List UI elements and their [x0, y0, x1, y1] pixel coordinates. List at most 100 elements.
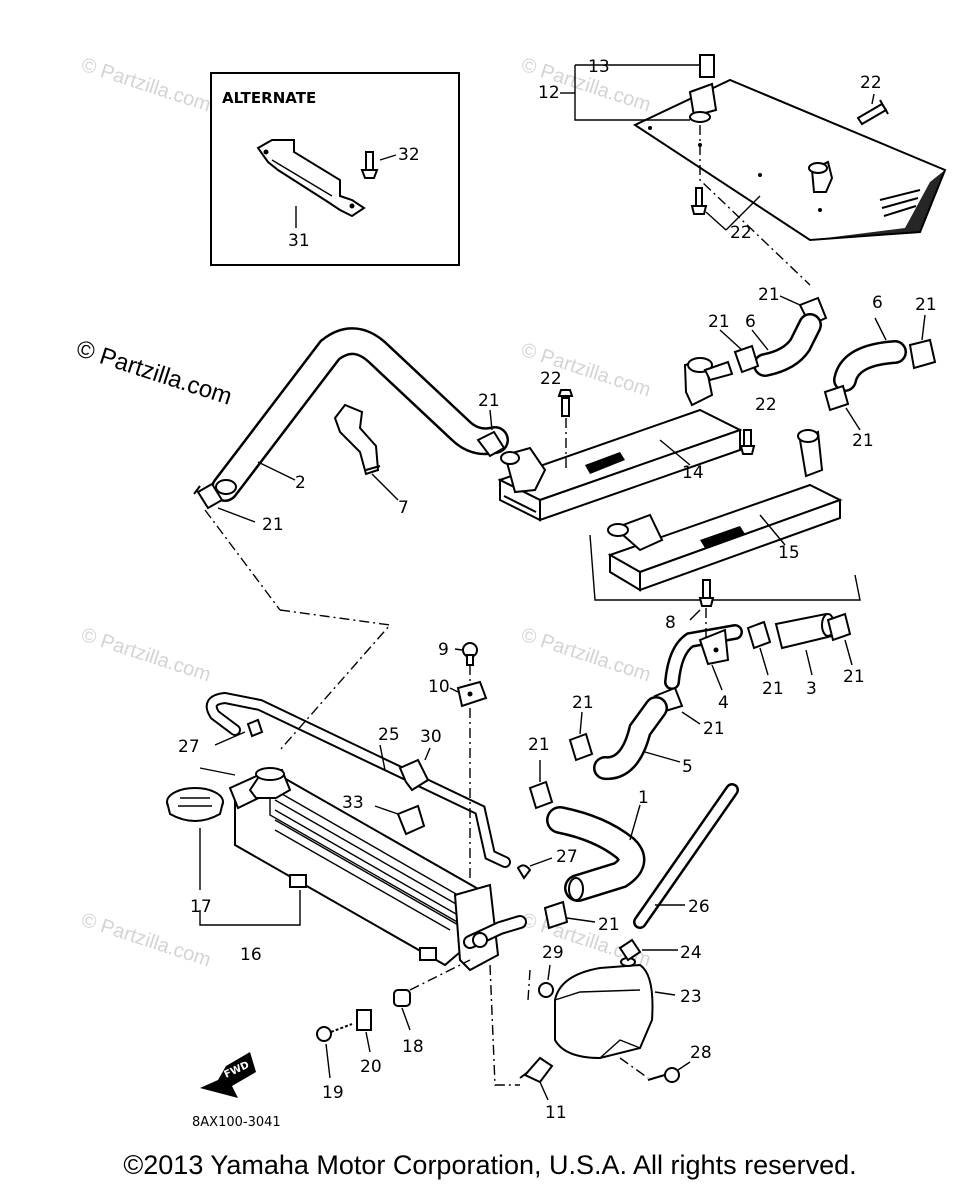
- part-17-cap: [166, 787, 224, 822]
- part-21-clamp-l: [543, 900, 569, 930]
- part-22-bolt-b: [690, 187, 708, 215]
- part-10-bracket: [456, 680, 488, 708]
- part-32-bolt: [360, 151, 379, 179]
- callout-12: 12: [538, 83, 560, 103]
- copyright-footer: ©2013 Yamaha Motor Corporation, U.S.A. A…: [123, 1150, 857, 1180]
- part-16-radiator: [228, 767, 527, 972]
- callout-19: 19: [322, 1083, 344, 1103]
- callout-30: 30: [420, 727, 442, 747]
- callout-21-f: 21: [262, 515, 284, 535]
- watermark-main: © Partzilla.com: [73, 335, 235, 411]
- callout-21-g: 21: [762, 679, 784, 699]
- part-29-grommet: [538, 982, 554, 998]
- part-21-clamp-g: [746, 620, 772, 650]
- cooler-14-elbow-right: [683, 357, 734, 407]
- part-1-hose: [546, 806, 646, 902]
- callout-27-b: 27: [556, 847, 578, 867]
- part-27-clip-b: [516, 864, 532, 880]
- callout-20: 20: [360, 1057, 382, 1077]
- callout-25: 25: [378, 725, 400, 745]
- part-24-cap: [618, 938, 642, 962]
- callout-32: 32: [398, 145, 420, 165]
- callout-21-c: 21: [915, 295, 937, 315]
- callout-7: 7: [398, 498, 409, 518]
- callout-22-a: 22: [860, 73, 882, 93]
- part-6-hose-a: [753, 313, 822, 377]
- callout-27-a: 27: [178, 737, 200, 757]
- watermark-6: © Partzilla.com: [78, 909, 213, 972]
- part-12-cover: [632, 54, 947, 242]
- part-5-hose: [593, 696, 668, 780]
- callout-18: 18: [402, 1037, 424, 1057]
- callout-6-a: 6: [745, 312, 756, 332]
- callout-11: 11: [545, 1103, 567, 1123]
- part-25-hose: [205, 691, 511, 868]
- part-27-clip-a: [246, 718, 264, 738]
- part-21-clamp-c: [908, 338, 937, 370]
- callout-9: 9: [438, 640, 449, 660]
- part-20-collar: [356, 1009, 372, 1031]
- drawing-code: 8AX100-3041: [192, 1115, 281, 1130]
- part-9-bolt: [462, 642, 478, 666]
- callout-21-h: 21: [843, 667, 865, 687]
- part-18-grommet: [393, 989, 411, 1007]
- callout-21-e: 21: [478, 391, 500, 411]
- callout-3: 3: [806, 679, 817, 699]
- callout-4: 4: [718, 693, 729, 713]
- part-22-bolt-a: [856, 99, 889, 126]
- callout-1: 1: [638, 788, 649, 808]
- part-30-clamp: [398, 758, 430, 792]
- part-31-bracket: [256, 139, 366, 218]
- callout-16: 16: [240, 945, 262, 965]
- part-7-bracket: [333, 403, 381, 476]
- alternate-title: ALTERNATE: [222, 89, 316, 107]
- callout-21-d: 21: [852, 431, 874, 451]
- part-21-clamp-k: [528, 780, 554, 810]
- callout-21-k: 21: [528, 735, 550, 755]
- part-15-cooler: [607, 429, 843, 592]
- callout-15: 15: [778, 543, 800, 563]
- callout-8: 8: [665, 613, 676, 633]
- callout-23: 23: [680, 987, 702, 1007]
- callout-21-i: 21: [703, 719, 725, 739]
- callout-33: 33: [342, 793, 364, 813]
- part-21-clamp-f: [193, 482, 224, 510]
- part-21-clamp-e: [476, 430, 506, 458]
- callout-21-a: 21: [758, 285, 780, 305]
- part-33-clamp: [396, 804, 426, 836]
- callout-2: 2: [295, 473, 306, 493]
- callout-21-j: 21: [572, 693, 594, 713]
- callout-14: 14: [682, 463, 704, 483]
- cover-elbow: [808, 160, 834, 193]
- callout-22-c: 22: [540, 369, 562, 389]
- callout-10: 10: [428, 677, 450, 697]
- part-21-clamp-h: [826, 612, 852, 642]
- part-21-clamp-b: [733, 344, 760, 374]
- callout-6-b: 6: [872, 293, 883, 313]
- radiator-filler-neck: [248, 767, 292, 799]
- callout-31: 31: [288, 231, 310, 251]
- part-14-cooler: [497, 357, 743, 522]
- callout-17: 17: [190, 897, 212, 917]
- cooler-15-elbow-right: [797, 429, 824, 478]
- part-23-tank: [554, 957, 654, 1060]
- watermark-5: © Partzilla.com: [518, 624, 653, 687]
- callout-29: 29: [542, 943, 564, 963]
- part-4-pipe: [664, 624, 743, 690]
- callout-24: 24: [680, 943, 702, 963]
- part-19-bolt: [316, 1023, 353, 1042]
- part-21-clamp-j: [568, 732, 594, 762]
- callout-13: 13: [588, 57, 610, 77]
- part-21-clamp-d: [823, 384, 850, 412]
- cooler-14-elbow-left: [500, 446, 547, 494]
- fwd-arrow-icon: FWD: [200, 1052, 256, 1098]
- callout-21-l: 21: [598, 915, 620, 935]
- part-28-bolt: [647, 1067, 680, 1083]
- alternate-box: ALTERNATE 32 31: [210, 72, 460, 266]
- part-8-bolt: [698, 579, 715, 607]
- part-26-hose: [633, 783, 739, 929]
- part-11-sensor: [519, 1056, 554, 1084]
- callout-5: 5: [682, 757, 693, 777]
- callout-22-d: 22: [755, 395, 777, 415]
